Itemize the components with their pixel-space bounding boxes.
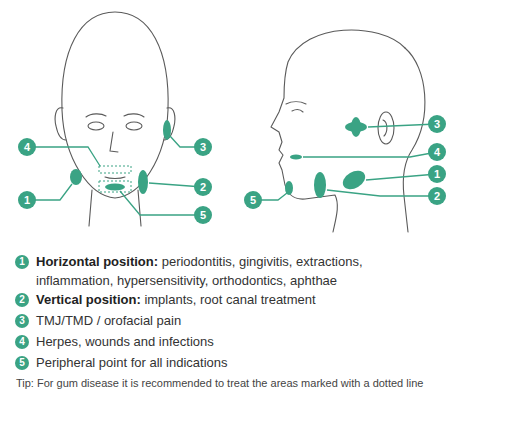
callout-number: 3 [428, 115, 446, 133]
circle-fill [428, 143, 446, 161]
legend-row: Peripheral point for all indications [36, 353, 476, 372]
callout-number: 3 [15, 314, 29, 328]
callout-circle: 1 [15, 255, 29, 269]
callout-number: 2 [15, 293, 29, 307]
callout-circle: 4 [15, 335, 29, 349]
callout-number: 5 [244, 191, 262, 209]
circle-fill [428, 165, 446, 183]
callout-circle: 3 [428, 115, 446, 133]
callout-circle: 2 [428, 187, 446, 205]
circle-fill [194, 178, 212, 196]
circle-fill [428, 115, 446, 133]
callout-number: 2 [194, 178, 212, 196]
callout-number: 1 [15, 255, 29, 269]
indication-text: Tip: For gum disease it is recommended t… [16, 377, 423, 389]
circle-fill [428, 187, 446, 205]
tip-note: Tip: For gum disease it is recommended t… [16, 376, 516, 390]
callout-number: 5 [194, 206, 212, 224]
circle-fill [244, 191, 262, 209]
callout-number: 1 [18, 191, 36, 209]
category-heading: Horizontal position: [36, 254, 158, 269]
circle-fill [194, 206, 212, 224]
callout-circle: 3 [15, 314, 29, 328]
category-heading: Vertical position: [36, 292, 141, 307]
circle-fill [15, 335, 29, 349]
callout-number: 1 [428, 165, 446, 183]
callout-circle: 4 [428, 143, 446, 161]
callout-circle: 2 [15, 293, 29, 307]
callout-number: 3 [194, 138, 212, 156]
circle-fill [15, 255, 29, 269]
legend-row: Horizontal position:periodontitis, gingi… [36, 252, 421, 290]
legend-row: Herpes, wounds and infections [36, 332, 476, 351]
legend-row: TMJ/TMD / orofacial pain [36, 311, 476, 330]
circle-fill [15, 314, 29, 328]
callout-circle: 4 [18, 138, 36, 156]
circle-fill [18, 138, 36, 156]
callout-number: 2 [428, 187, 446, 205]
callout-number: 5 [15, 356, 29, 370]
legend-row: Vertical position:implants, root canal t… [36, 290, 476, 309]
callout-circle: 5 [194, 206, 212, 224]
callout-number: 4 [15, 335, 29, 349]
callout-circle: 1 [18, 191, 36, 209]
indication-text: Peripheral point for all indications [36, 355, 228, 370]
callout-circle: 3 [194, 138, 212, 156]
indication-text: implants, root canal treatment [144, 292, 315, 307]
circle-fill [18, 191, 36, 209]
callout-circle: 5 [15, 356, 29, 370]
callout-circle: 1 [428, 165, 446, 183]
callout-circle: 5 [244, 191, 262, 209]
circle-fill [15, 293, 29, 307]
indication-text: TMJ/TMD / orofacial pain [36, 313, 181, 328]
callout-circle: 2 [194, 178, 212, 196]
callout-number: 4 [428, 143, 446, 161]
circle-fill [194, 138, 212, 156]
indication-text: Herpes, wounds and infections [36, 334, 214, 349]
callout-number: 4 [18, 138, 36, 156]
circle-fill [15, 356, 29, 370]
